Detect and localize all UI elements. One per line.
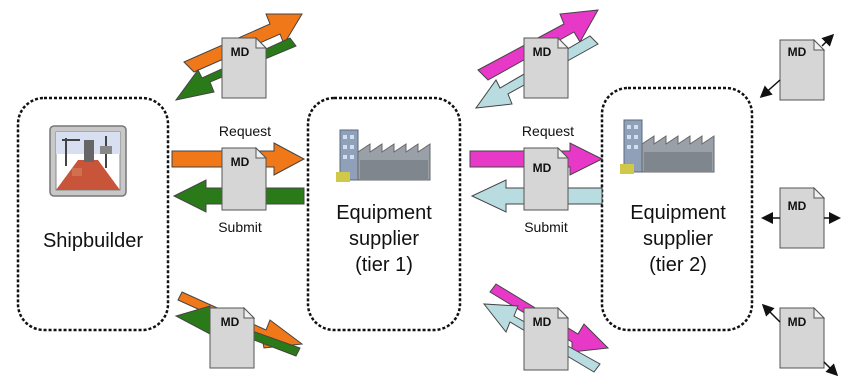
svg-text:MD: MD: [221, 315, 240, 329]
svg-text:MD: MD: [533, 161, 552, 175]
tier1-label-line1: Equipment: [336, 202, 432, 224]
shipbuilder-label: Shipbuilder: [43, 230, 143, 252]
submit-label-2: Submit: [524, 219, 568, 235]
svg-text:MD: MD: [533, 45, 552, 59]
md-document-top-left: MD: [221, 36, 268, 99]
svg-text:MD: MD: [788, 45, 807, 59]
md-document-bottom-middle: MD: [523, 306, 570, 371]
md-document-bottom-right: MD: [779, 306, 826, 369]
svg-text:MD: MD: [231, 45, 250, 59]
tier2-label-line3: (tier 2): [649, 254, 707, 276]
small-arrow-bottom-right-out: [823, 361, 839, 377]
request-label-2: Request: [522, 123, 574, 139]
md-document-middle-middle: MD: [523, 146, 570, 211]
small-arrow-bottom-right-in: [761, 303, 781, 323]
tier1-label-line3: (tier 1): [355, 254, 413, 276]
md-document-middle-right: MD: [779, 186, 826, 249]
factory-icon-tier1: [336, 129, 431, 182]
md-document-bottom-left: MD: [209, 306, 256, 369]
md-document-top-right: MD: [779, 38, 826, 101]
tier2-label-line1: Equipment: [630, 202, 726, 224]
md-document-top-middle: MD: [523, 36, 570, 99]
svg-text:MD: MD: [231, 155, 250, 169]
tier1-label-line2: supplier: [349, 228, 419, 250]
md-document-middle-left: MD: [221, 146, 268, 211]
svg-text:MD: MD: [533, 315, 552, 329]
svg-text:MD: MD: [788, 199, 807, 213]
shipyard-icon: [49, 125, 127, 197]
tier2-label-line2: supplier: [643, 228, 713, 250]
small-arrow-top-right-in: [759, 79, 781, 98]
svg-text:MD: MD: [788, 315, 807, 329]
submit-label-1: Submit: [218, 219, 262, 235]
small-arrow-top-right-out: [821, 33, 835, 47]
factory-icon-tier2: [620, 119, 715, 174]
request-label-1: Request: [219, 123, 271, 139]
